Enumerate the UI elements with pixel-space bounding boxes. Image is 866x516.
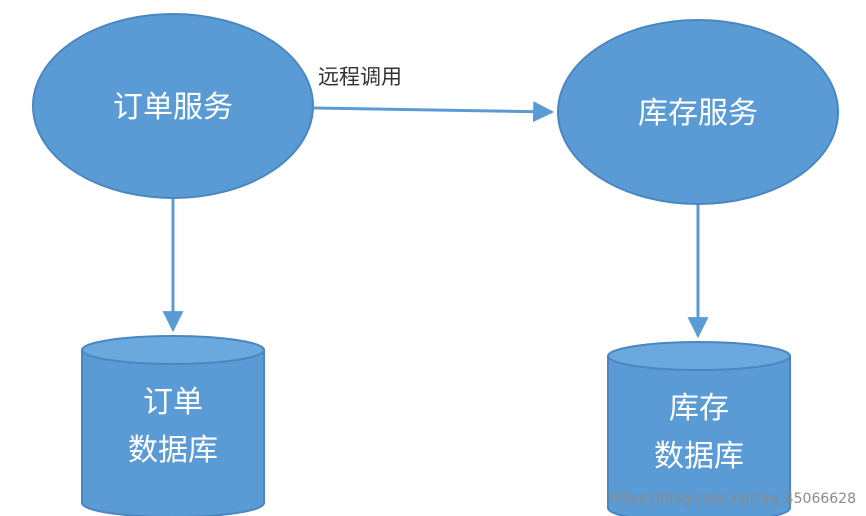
order-db-label-line1: 订单 — [143, 385, 203, 420]
watermark: https://blog.csdn.net/qq_45066628 — [610, 491, 856, 507]
inventory-service-label: 库存服务 — [638, 96, 758, 131]
inventory-service-node: 库存服务 — [557, 19, 839, 205]
order-db-node: 订单 数据库 — [81, 335, 265, 516]
order-db-label-line2: 数据库 — [128, 433, 218, 468]
remote-call-label: 远程调用 — [318, 65, 402, 89]
order-service-label: 订单服务 — [113, 90, 233, 125]
remote-call-arrow — [313, 101, 555, 123]
inventory-db-label-line1: 库存 — [669, 391, 729, 426]
order-service-node: 订单服务 — [32, 13, 314, 199]
inventory-db-node: 库存 数据库 — [607, 341, 791, 516]
inventory-db-label-line2: 数据库 — [654, 439, 744, 474]
